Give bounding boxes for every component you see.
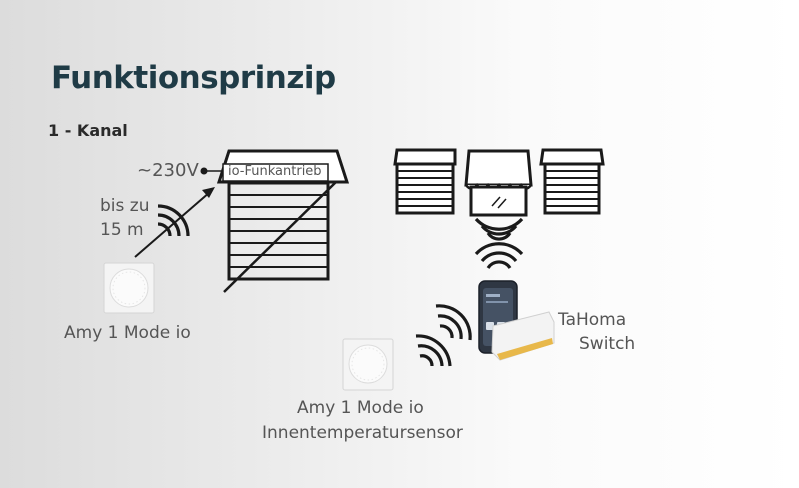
main-blind-icon: [216, 149, 350, 293]
tahoma-label-line1: TaHoma: [558, 310, 627, 330]
awning-icon: [464, 149, 533, 217]
wireless-signal-icon: [474, 217, 524, 241]
wireless-signal-icon: [474, 242, 524, 269]
amy-bottom-label-line1: Amy 1 Mode io: [297, 398, 424, 418]
roller-blind-icon: [539, 148, 605, 215]
power-connector: [200, 167, 222, 175]
motor-label: io-Funkantrieb: [228, 164, 322, 179]
range-label-line2: 15 m: [100, 220, 144, 240]
voltage-label: ~230V: [137, 160, 199, 181]
amy-thermostat-bottom: [342, 338, 394, 391]
page-title: Funktionsprinzip: [51, 60, 336, 96]
tahoma-label-line2: Switch: [579, 334, 636, 354]
range-label-line1: bis zu: [100, 196, 150, 216]
tahoma-switch-device: [478, 280, 555, 361]
wireless-signal-icon: [435, 304, 472, 341]
amy-thermostat-left: [103, 262, 155, 314]
amy-left-label: Amy 1 Mode io: [64, 323, 191, 343]
range-arrow: [134, 187, 215, 258]
amy-bottom-label-line2: Innentemperatursensor: [262, 423, 463, 443]
channel-subtitle: 1 - Kanal: [48, 121, 128, 140]
roller-blind-icon: [393, 148, 457, 215]
wireless-signal-icon: [157, 204, 190, 237]
wireless-signal-icon: [415, 334, 452, 367]
